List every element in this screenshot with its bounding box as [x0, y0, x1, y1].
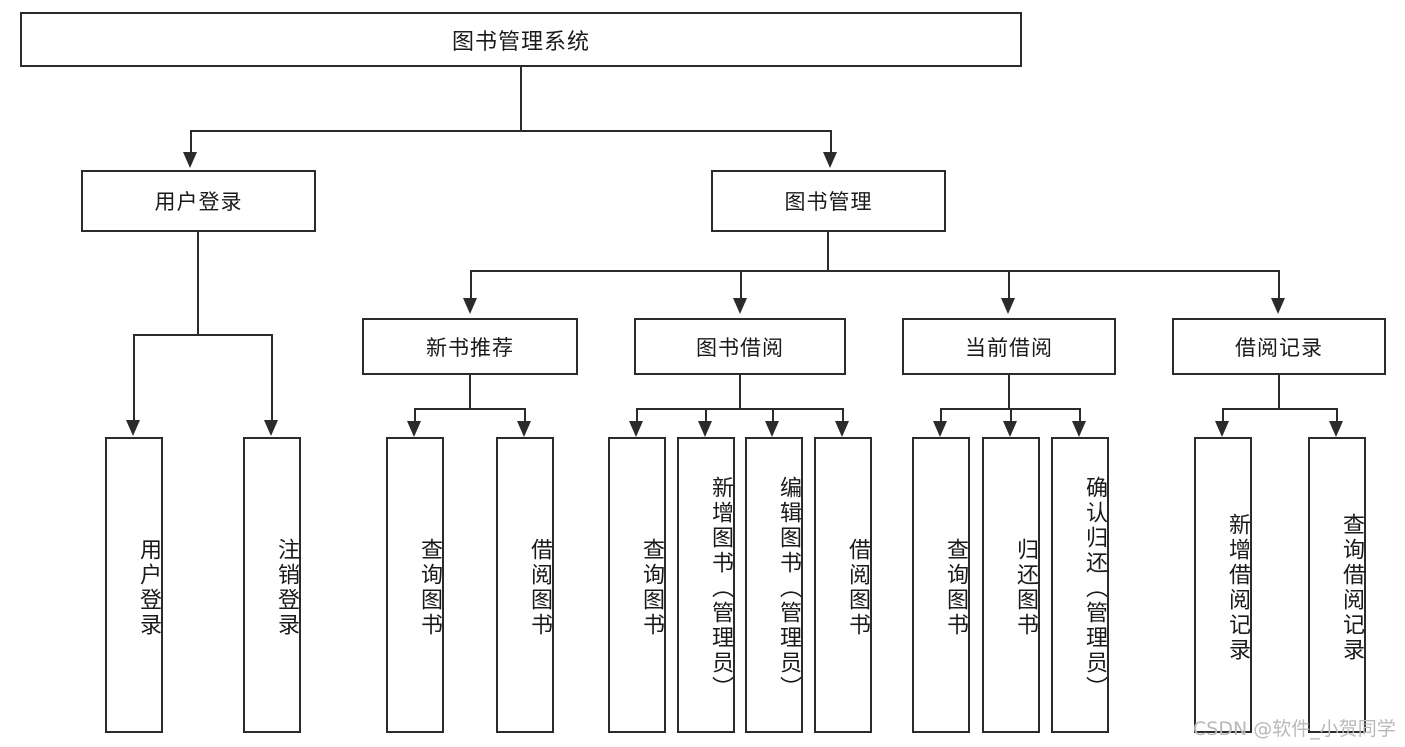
connector-borrow-record-drop-2 [1336, 408, 1338, 421]
arrow-to-leaf-user-login [126, 420, 140, 436]
leaf-query-book-borrow[interactable]: 查询图书 [608, 437, 666, 733]
arrow-to-leaf-add-book [698, 421, 712, 437]
node-label: 用户登录 [136, 538, 161, 638]
connector-level2-drop-2 [830, 130, 832, 152]
connector-level3-drop-3 [1008, 270, 1010, 298]
arrow-to-new-book-recommend [463, 298, 477, 314]
node-borrow-record[interactable]: 借阅记录 [1172, 318, 1386, 375]
connector-level3-bus [470, 270, 1280, 272]
connector-current-borrow-drop-3 [1079, 408, 1081, 421]
leaf-borrow-book-recommend[interactable]: 借阅图书 [496, 437, 554, 733]
node-new-book-recommend[interactable]: 新书推荐 [362, 318, 578, 375]
node-label: 编辑图书（管理员） [776, 475, 801, 701]
node-book-manage[interactable]: 图书管理 [711, 170, 946, 232]
leaf-query-book-recommend[interactable]: 查询图书 [386, 437, 444, 733]
connector-new-book-drop-1 [414, 408, 416, 421]
arrow-to-leaf-return-book [1003, 421, 1017, 437]
connector-book-borrow-drop-2 [705, 408, 707, 421]
node-label: 借阅记录 [1235, 335, 1323, 360]
arrow-to-leaf-logout [264, 420, 278, 436]
connector-new-book-bus [414, 408, 526, 410]
connector-root-stem [520, 67, 522, 130]
arrow-to-leaf-borrow-book-1 [517, 421, 531, 437]
arrow-to-leaf-edit-book [765, 421, 779, 437]
node-user-login[interactable]: 用户登录 [81, 170, 316, 232]
connector-user-login-drop-1 [133, 334, 135, 420]
connector-user-login-bus [133, 334, 273, 336]
node-label: 查询图书 [639, 538, 664, 638]
leaf-edit-book-admin[interactable]: 编辑图书（管理员） [745, 437, 803, 733]
connector-current-borrow-stem [1008, 375, 1010, 408]
connector-level3-drop-1 [470, 270, 472, 298]
node-label: 借阅图书 [845, 538, 870, 638]
connector-current-borrow-drop-1 [940, 408, 942, 421]
leaf-logout[interactable]: 注销登录 [243, 437, 301, 733]
node-label: 用户登录 [154, 190, 243, 214]
connector-level2-drop-1 [190, 130, 192, 152]
connector-user-login-stem [197, 232, 199, 334]
connector-new-book-stem [469, 375, 471, 408]
connector-book-borrow-drop-3 [772, 408, 774, 421]
leaf-confirm-return-admin[interactable]: 确认归还（管理员） [1051, 437, 1109, 733]
arrow-to-leaf-confirm-return [1072, 421, 1086, 437]
leaf-query-book-current[interactable]: 查询图书 [912, 437, 970, 733]
node-label: 新书推荐 [426, 335, 514, 360]
node-label: 当前借阅 [965, 335, 1053, 360]
node-label: 注销登录 [274, 538, 299, 638]
connector-book-borrow-drop-1 [636, 408, 638, 421]
connector-borrow-record-drop-1 [1222, 408, 1224, 421]
arrow-to-leaf-borrow-book-2 [835, 421, 849, 437]
connector-new-book-drop-2 [524, 408, 526, 421]
arrow-to-leaf-query-book-1 [407, 421, 421, 437]
node-label: 新增借阅记录 [1225, 513, 1250, 663]
watermark-text: CSDN @软件_小贺同学 [1193, 718, 1396, 740]
connector-level2-bus [190, 130, 832, 132]
arrow-to-book-manage [823, 152, 837, 168]
node-label: 归还图书 [1013, 538, 1038, 638]
node-label: 查询借阅记录 [1339, 513, 1364, 663]
node-label: 图书管理 [784, 190, 873, 214]
arrow-to-leaf-add-record [1215, 421, 1229, 437]
connector-current-borrow-drop-2 [1010, 408, 1012, 421]
node-label: 查询图书 [417, 538, 442, 638]
connector-book-borrow-bus [636, 408, 844, 410]
node-root-system[interactable]: 图书管理系统 [20, 12, 1022, 67]
connector-book-manage-stem [827, 232, 829, 270]
connector-level3-drop-2 [740, 270, 742, 298]
node-label: 新增图书（管理员） [708, 475, 733, 701]
connector-book-borrow-drop-4 [842, 408, 844, 421]
leaf-query-borrow-record[interactable]: 查询借阅记录 [1308, 437, 1366, 733]
node-label: 确认归还（管理员） [1082, 475, 1107, 701]
arrow-to-leaf-query-book-3 [933, 421, 947, 437]
leaf-return-book[interactable]: 归还图书 [982, 437, 1040, 733]
arrow-to-leaf-query-book-2 [629, 421, 643, 437]
connector-borrow-record-bus [1222, 408, 1336, 410]
connector-user-login-drop-2 [271, 334, 273, 420]
arrow-to-leaf-query-record [1329, 421, 1343, 437]
connector-current-borrow-bus [940, 408, 1079, 410]
node-label: 图书管理系统 [451, 29, 590, 55]
connector-book-borrow-stem [739, 375, 741, 408]
node-label: 借阅图书 [527, 538, 552, 638]
arrow-to-book-borrow [733, 298, 747, 314]
arrow-to-current-borrow [1001, 298, 1015, 314]
leaf-user-login[interactable]: 用户登录 [105, 437, 163, 733]
node-current-borrow[interactable]: 当前借阅 [902, 318, 1116, 375]
node-book-borrow[interactable]: 图书借阅 [634, 318, 846, 375]
arrow-to-user-login [183, 152, 197, 168]
connector-borrow-record-stem [1278, 375, 1280, 408]
node-label: 图书借阅 [696, 335, 784, 360]
connector-level3-drop-4 [1278, 270, 1280, 298]
arrow-to-borrow-record [1271, 298, 1285, 314]
leaf-add-borrow-record[interactable]: 新增借阅记录 [1194, 437, 1252, 733]
leaf-add-book-admin[interactable]: 新增图书（管理员） [677, 437, 735, 733]
leaf-borrow-book[interactable]: 借阅图书 [814, 437, 872, 733]
node-label: 查询图书 [943, 538, 968, 638]
